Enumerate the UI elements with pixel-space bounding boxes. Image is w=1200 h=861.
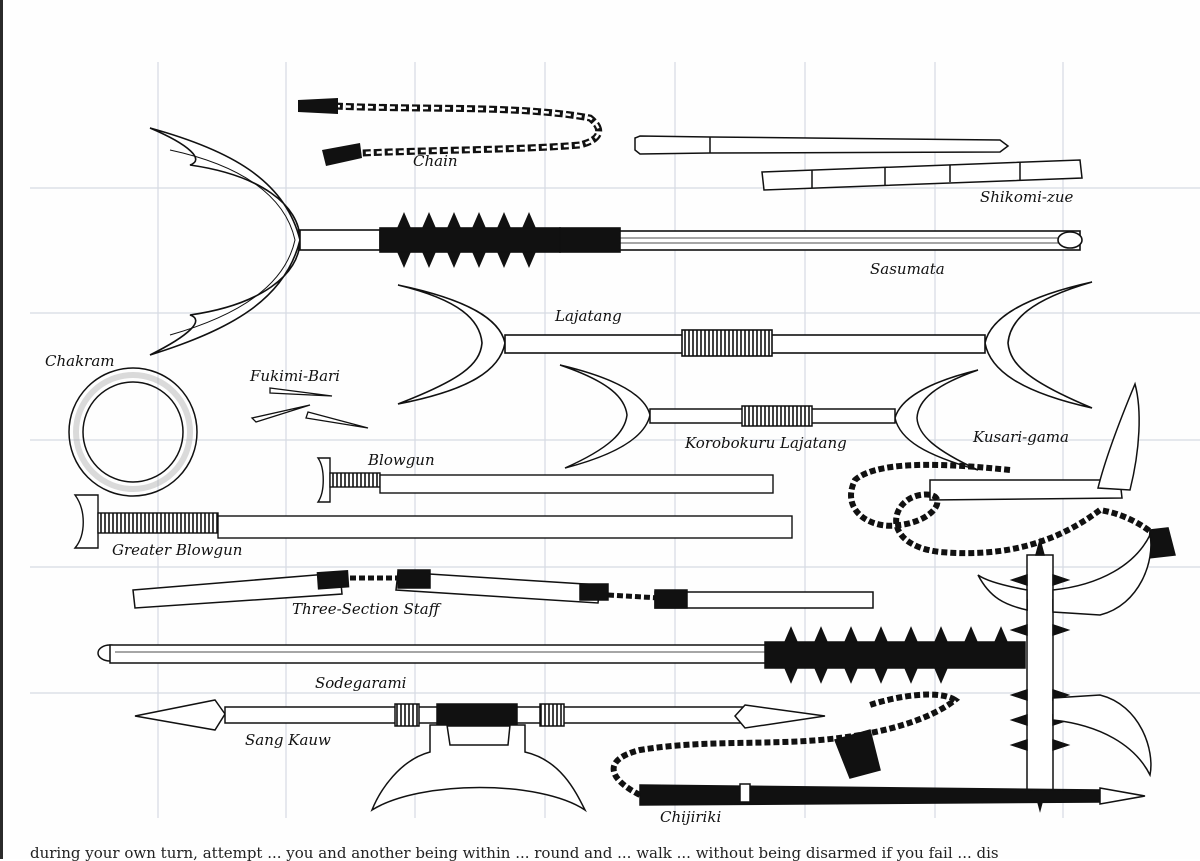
label-sang-kauw: Sang Kauw	[245, 731, 331, 749]
sang-kauw-drawing	[134, 699, 826, 813]
label-blowgun: Blowgun	[368, 451, 435, 469]
chain-drawing	[298, 98, 603, 166]
label-korobokuru-lajatang: Korobokuru Lajatang	[685, 434, 847, 452]
label-fukimi-bari: Fukimi-Bari	[250, 367, 340, 385]
body-text-cutoff: during your own turn, attempt ... you an…	[30, 846, 999, 861]
label-shikomi-zue: Shikomi-zue	[980, 188, 1074, 206]
label-sodegarami: Sodegarami	[315, 674, 407, 692]
chijiriki-drawing	[610, 691, 1146, 806]
korobokuru-lajatang-drawing	[559, 364, 979, 471]
page-edge-shadow	[0, 0, 3, 859]
shikomi-zue-drawing	[634, 135, 1083, 191]
fukimi-bari-drawing	[250, 387, 369, 429]
label-chain: Chain	[413, 152, 458, 170]
label-chakram: Chakram	[45, 352, 115, 370]
sasumata-drawing	[149, 127, 1083, 356]
greater-blowgun-drawing	[73, 494, 793, 549]
label-sasumata: Sasumata	[870, 260, 945, 278]
label-greater-blowgun: Greater Blowgun	[112, 541, 243, 559]
label-chijiriki: Chijiriki	[660, 808, 722, 826]
label-lajatang: Lajatang	[555, 307, 622, 325]
lajatang-drawing	[397, 281, 1093, 409]
label-three-section-staff: Three-Section Staff	[292, 600, 440, 618]
sodegarami-drawing	[97, 532, 1152, 813]
chakram-drawing	[68, 367, 198, 497]
blowgun-drawing	[316, 457, 774, 503]
label-kusari-gama: Kusari-gama	[973, 428, 1069, 446]
three-section-staff-drawing	[132, 569, 874, 609]
kusari-gama-drawing	[848, 381, 1176, 559]
